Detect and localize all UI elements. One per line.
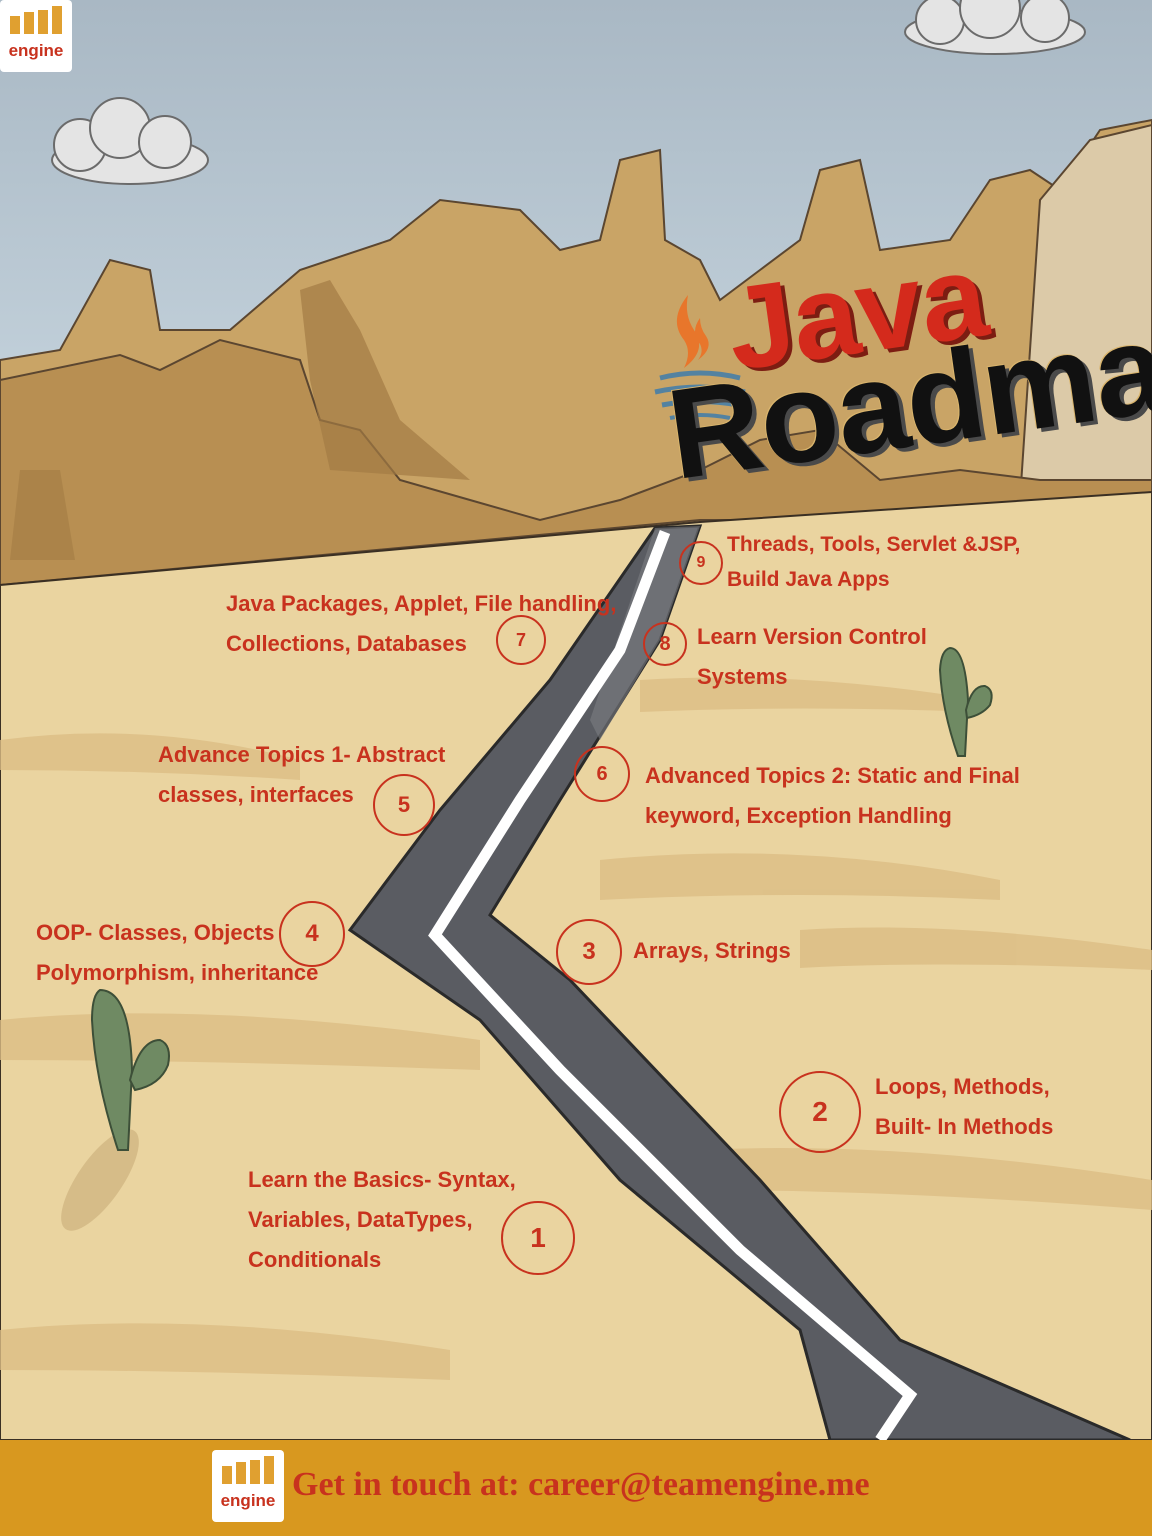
step-label-2: Loops, Methods,Built- In Methods: [875, 1074, 1054, 1139]
footer-bar: [0, 1440, 1152, 1536]
step-number-5: 5: [373, 774, 435, 836]
cloud-icon: [51, 97, 209, 185]
step-number-7: 7: [496, 615, 546, 665]
step-number-1: 1: [501, 1201, 575, 1275]
sand-streaks: [0, 677, 1152, 1380]
step-number-2: 2: [779, 1071, 861, 1153]
java-cup-icon: [654, 295, 746, 420]
logo-word: engine: [221, 1491, 276, 1510]
team-engine-logo-footer: engine: [212, 1450, 284, 1522]
cactus-icon: [938, 646, 993, 757]
team-engine-logo: engine: [0, 0, 72, 72]
step-label-1: Learn the Basics- Syntax,Variables, Data…: [248, 1167, 516, 1272]
step-number-4: 4: [279, 901, 345, 967]
contact-email-text: Get in touch at: career@teamengine.me: [292, 1466, 870, 1503]
rock-formation-front: [0, 338, 1152, 587]
step-number-8: 8: [643, 622, 687, 666]
cloud-icon: [904, 0, 1086, 55]
step-number-3: 3: [556, 919, 622, 985]
step-label-3: Arrays, Strings: [633, 938, 791, 963]
step-label-7: Java Packages, Applet, File handling,Col…: [226, 591, 617, 656]
step-number-6: 6: [574, 746, 630, 802]
cactus-icon: [61, 988, 170, 1231]
road-center-line: [428, 530, 918, 1444]
step-number-9: 9: [679, 541, 723, 585]
rock-formation-right: [1018, 123, 1152, 501]
logo-word: engine: [9, 41, 64, 60]
step-label-9: Threads, Tools, Servlet &JSP,Build Java …: [727, 533, 1021, 591]
